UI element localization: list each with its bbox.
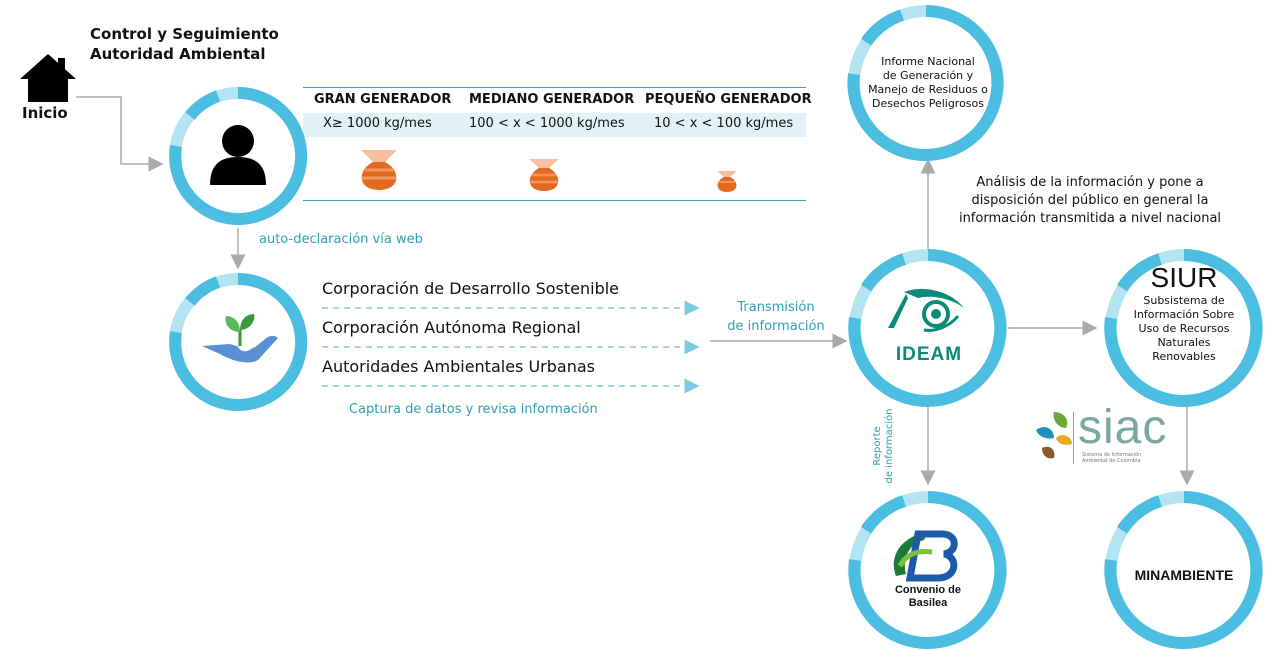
siur-circle[interactable] xyxy=(1102,248,1266,408)
table-bottom-line xyxy=(303,200,806,201)
large-waste-sack-icon xyxy=(361,150,397,190)
capture-label: Captura de datos y revisa información xyxy=(349,402,598,417)
siac-leaves-icon xyxy=(1036,412,1072,459)
home-label[interactable]: Inicio xyxy=(22,104,68,122)
ideam-logo-icon xyxy=(888,288,964,332)
corporation-desarrollo-sostenible: Corporación de Desarrollo Sostenible xyxy=(322,279,620,298)
home-to-person-line xyxy=(76,96,164,172)
mediano-generador-header: MEDIANO GENERADOR xyxy=(469,92,635,107)
informe-nacional-text: Informe Nacional de Generación y Manejo … xyxy=(868,55,988,110)
report-label: Reporte de información xyxy=(872,408,895,484)
small-waste-sack-icon xyxy=(717,171,737,192)
page-title: Control y Seguimiento Autoridad Ambienta… xyxy=(90,25,279,63)
transmission-label: Transmisión de información xyxy=(727,300,825,334)
auto-declaration-label: auto-declaración vía web xyxy=(259,232,423,247)
pequeno-generador-range: 10 < x < 100 kg/mes xyxy=(654,116,794,131)
table-range-band xyxy=(303,113,806,137)
analysis-label: Análisis de la información y pone a disp… xyxy=(958,175,1222,226)
pequeno-generador-header: PEQUEÑO GENERADOR xyxy=(645,92,812,107)
autoridades-ambientales-urbanas: Autoridades Ambientales Urbanas xyxy=(322,357,595,376)
siac-divider xyxy=(1073,412,1074,464)
informe-nacional-circle[interactable] xyxy=(846,4,1006,162)
table-top-line xyxy=(303,87,806,88)
gran-generador-header: GRAN GENERADOR xyxy=(314,92,452,107)
siur-title: SIUR xyxy=(1150,262,1218,293)
siac-logo-text: siac xyxy=(1078,401,1168,454)
corporations-circle[interactable] xyxy=(168,272,308,412)
person-icon xyxy=(210,125,266,185)
corporation-autonoma-regional: Corporación Autónoma Regional xyxy=(322,318,581,337)
ideam-circle[interactable] xyxy=(846,248,1010,408)
medium-waste-sack-icon xyxy=(529,159,559,191)
basilea-circle[interactable] xyxy=(846,490,1010,650)
hand-plant-icon xyxy=(202,314,278,363)
mediano-generador-range: 100 < x < 1000 kg/mes xyxy=(469,116,625,131)
siac-small-text: Sistema de Información Ambiental de Colo… xyxy=(1082,452,1142,464)
siur-subtitle: Subsistema de Información Sobre Uso de R… xyxy=(1133,294,1235,363)
home-icon[interactable] xyxy=(18,52,78,104)
basilea-logo-icon xyxy=(893,530,958,582)
minambiente-label: MINAMBIENTE xyxy=(1134,567,1234,583)
minambiente-circle[interactable] xyxy=(1102,490,1266,650)
basilea-label: Convenio de Basilea xyxy=(894,584,961,609)
gran-generador-range: X≥ 1000 kg/mes xyxy=(323,116,432,131)
ideam-label: IDEAM xyxy=(895,344,963,365)
